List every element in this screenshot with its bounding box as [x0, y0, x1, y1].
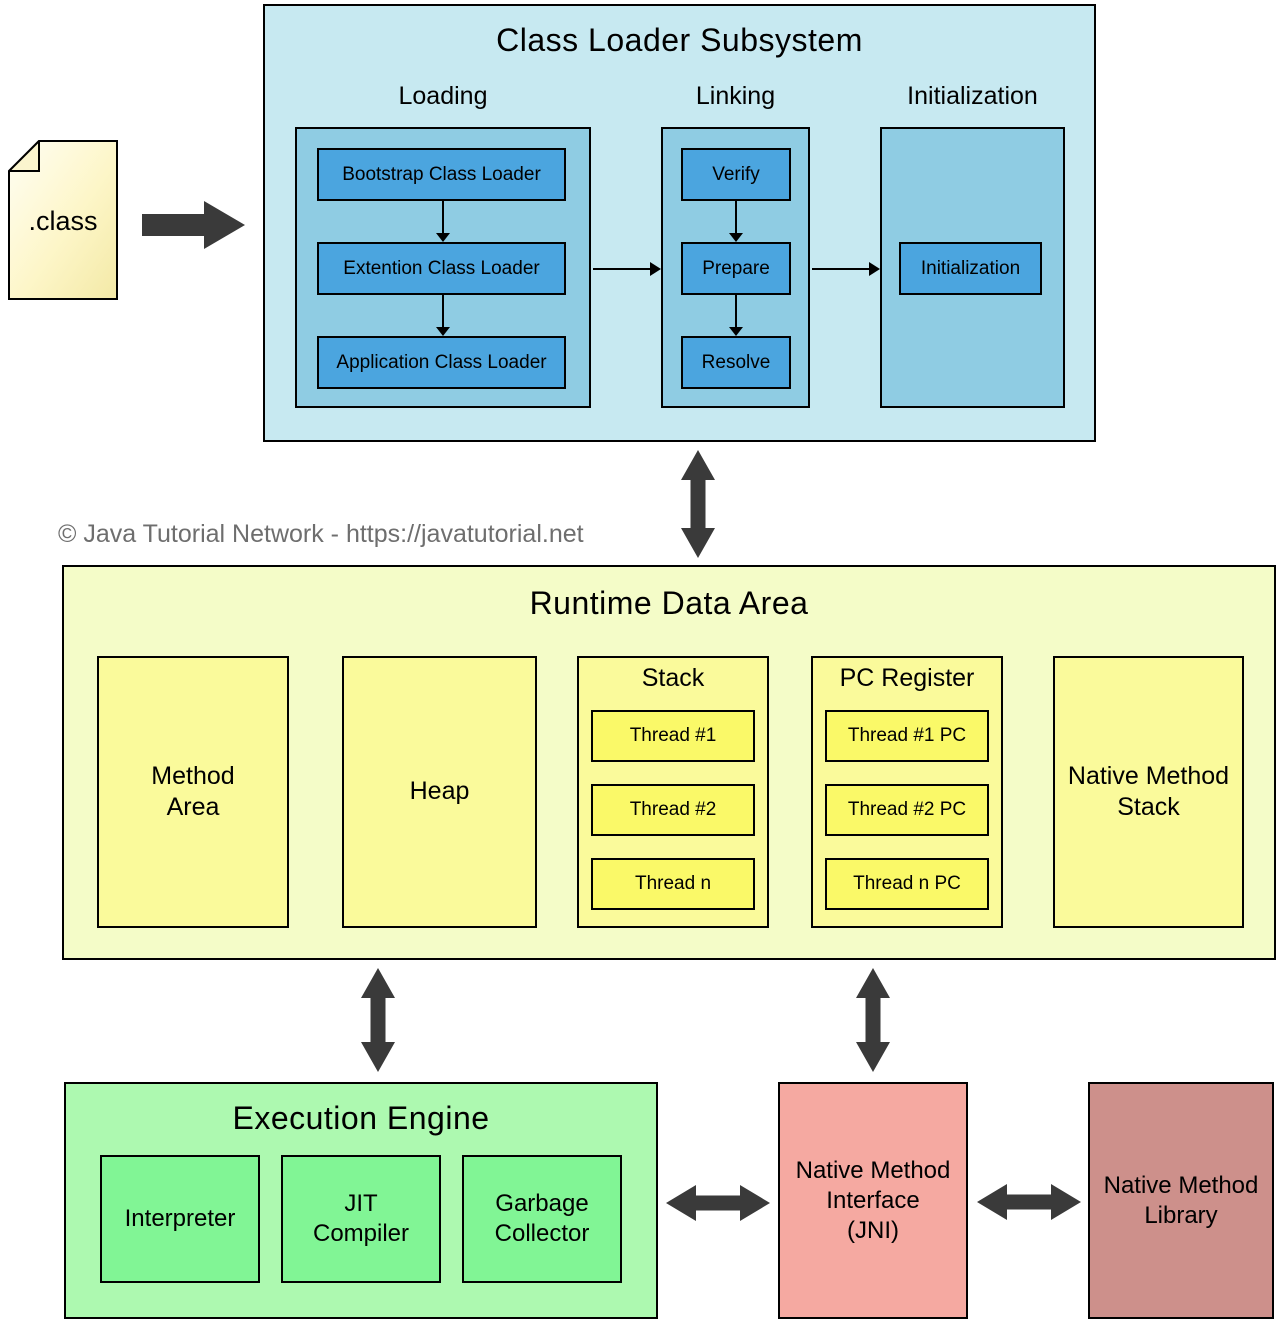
pc-thread-n-box: Thread n PC	[825, 858, 989, 910]
pc-thread-2-box: Thread #2 PC	[825, 784, 989, 836]
interpreter-box: Interpreter	[100, 1155, 260, 1283]
class-file-icon: .class	[6, 138, 118, 300]
loader-runtime-double-arrow	[681, 450, 715, 558]
bootstrap-class-loader-box: Bootstrap Class Loader	[317, 148, 566, 201]
native-method-interface-box: Native Method Interface (JNI)	[778, 1082, 968, 1319]
application-class-loader-box: Application Class Loader	[317, 336, 566, 389]
execution-jni-double-arrow	[666, 1185, 770, 1221]
loading-column-label: Loading	[398, 82, 488, 110]
execution-engine-title: Execution Engine	[232, 1100, 490, 1136]
linking-column-label: Linking	[695, 82, 776, 110]
runtime-jni-double-arrow	[856, 968, 890, 1072]
extention-class-loader-box: Extention Class Loader	[317, 242, 566, 295]
class-file-to-loader-arrow	[142, 201, 245, 249]
pc-thread-1-box: Thread #1 PC	[825, 710, 989, 762]
prepare-box: Prepare	[681, 242, 791, 295]
stack-thread-n-box: Thread n	[591, 858, 755, 910]
runtime-execution-double-arrow	[361, 968, 395, 1072]
pc-register-title: PC Register	[839, 664, 975, 692]
jit-compiler-box: JIT Compiler	[281, 1155, 441, 1283]
stack-title: Stack	[641, 664, 705, 692]
runtime-data-area-title: Runtime Data Area	[529, 585, 809, 621]
method-area-box: Method Area	[97, 656, 289, 928]
resolve-box: Resolve	[681, 336, 791, 389]
class-loader-subsystem-title: Class Loader Subsystem	[496, 22, 863, 58]
heap-box: Heap	[342, 656, 537, 928]
garbage-collector-box: Garbage Collector	[462, 1155, 622, 1283]
initialization-column-label: Initialization	[907, 82, 1038, 110]
stack-thread-2-box: Thread #2	[591, 784, 755, 836]
class-file-label: .class	[28, 206, 98, 236]
jni-library-double-arrow	[977, 1184, 1081, 1220]
document-icon	[6, 138, 118, 300]
stack-thread-1-box: Thread #1	[591, 710, 755, 762]
native-method-library-box: Native Method Library	[1088, 1082, 1274, 1319]
copyright-watermark: © Java Tutorial Network - https://javatu…	[58, 520, 584, 548]
verify-box: Verify	[681, 148, 791, 201]
initialization-box: Initialization	[899, 242, 1042, 295]
native-method-stack-box: Native Method Stack	[1053, 656, 1244, 928]
